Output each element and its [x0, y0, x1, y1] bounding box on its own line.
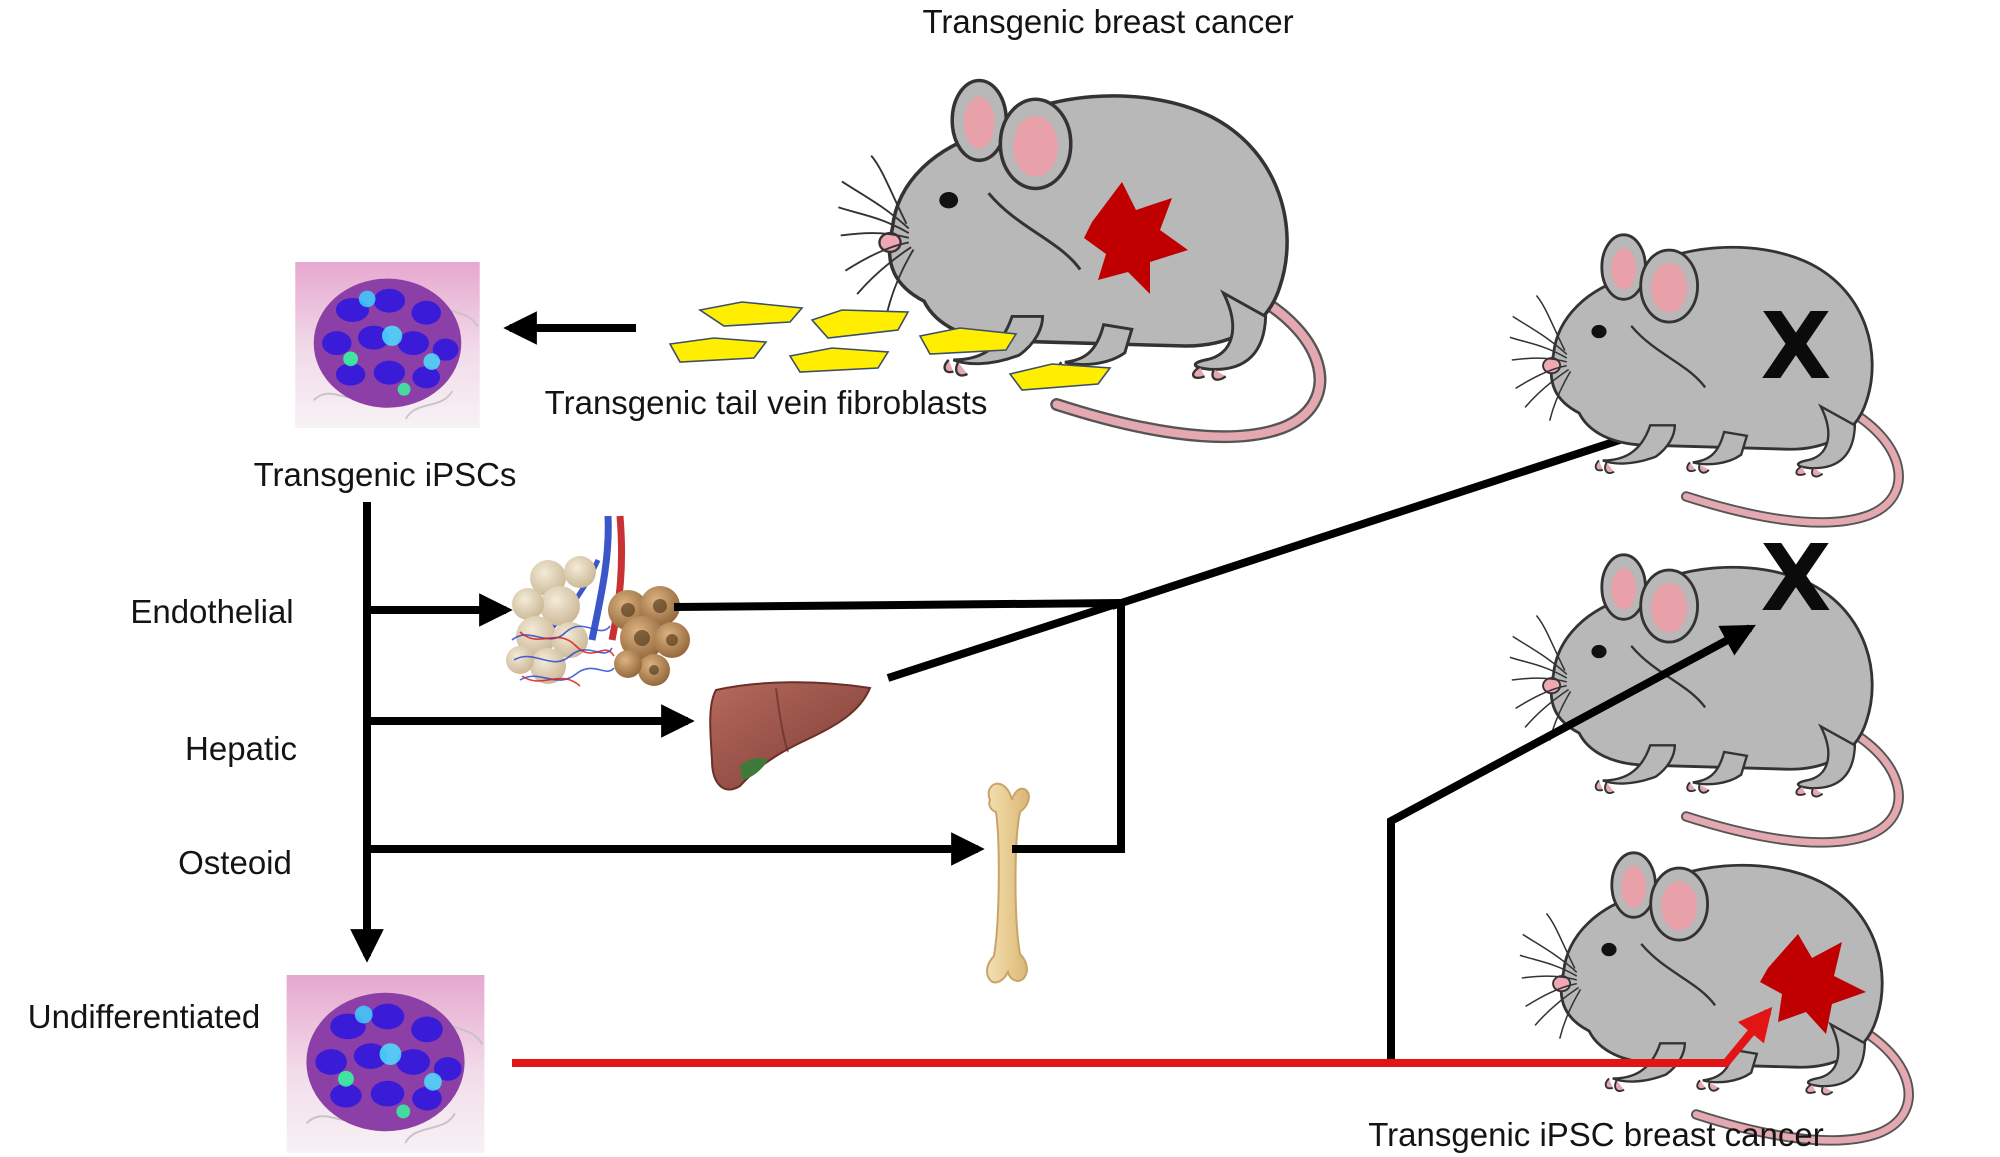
ipsc-colony-icon	[294, 262, 481, 428]
line-from-liver	[886, 600, 1118, 682]
line-from-lung	[673, 599, 1122, 611]
result-mouse-1: X	[1510, 235, 1899, 523]
ipsc-colony-icon	[285, 975, 486, 1153]
tumor-icon	[1084, 182, 1188, 294]
fibroblast-cell-icon	[810, 309, 910, 339]
line-from-bone	[1012, 603, 1125, 853]
no-tumor-mark-2: X	[1761, 525, 1832, 632]
fibroblasts-label: Transgenic tail vein fibroblasts	[545, 384, 988, 421]
result-mouse-2: X	[1510, 525, 1899, 842]
undifferentiated-label: Undifferentiated	[28, 998, 260, 1035]
result-mouse-3	[1520, 853, 1909, 1141]
bone-icon	[986, 782, 1030, 984]
source-mouse	[838, 80, 1320, 436]
mouse-icon	[1510, 235, 1899, 523]
fibroblast-cell-icon	[918, 327, 1018, 355]
endothelial-label: Endothelial	[130, 593, 293, 630]
hepatic-label: Hepatic	[185, 730, 297, 767]
osteoid-label: Osteoid	[178, 844, 292, 881]
arrow-to-mouse-2	[1387, 624, 1756, 1063]
liver-icon	[709, 681, 872, 791]
tumor-icon	[1760, 934, 1866, 1034]
ipscs-label: Transgenic iPSCs	[254, 456, 517, 493]
fibroblast-cell-icon	[788, 347, 890, 373]
fibroblast-cells	[668, 301, 1112, 391]
fibroblast-cell-icon	[668, 337, 768, 363]
mouse-icon	[1510, 555, 1899, 843]
differentiation-tree	[350, 502, 985, 963]
source-mouse-label: Transgenic breast cancer	[922, 3, 1293, 40]
fibroblast-cell-icon	[1008, 363, 1112, 391]
fibroblast-cell-icon	[697, 301, 804, 327]
result-tumor-label: Transgenic iPSC breast cancer	[1368, 1116, 1823, 1153]
arrow-to-tumor-mouse	[512, 1006, 1773, 1067]
no-tumor-mark-1: X	[1761, 293, 1832, 400]
lung-alveoli-icon	[506, 515, 690, 687]
